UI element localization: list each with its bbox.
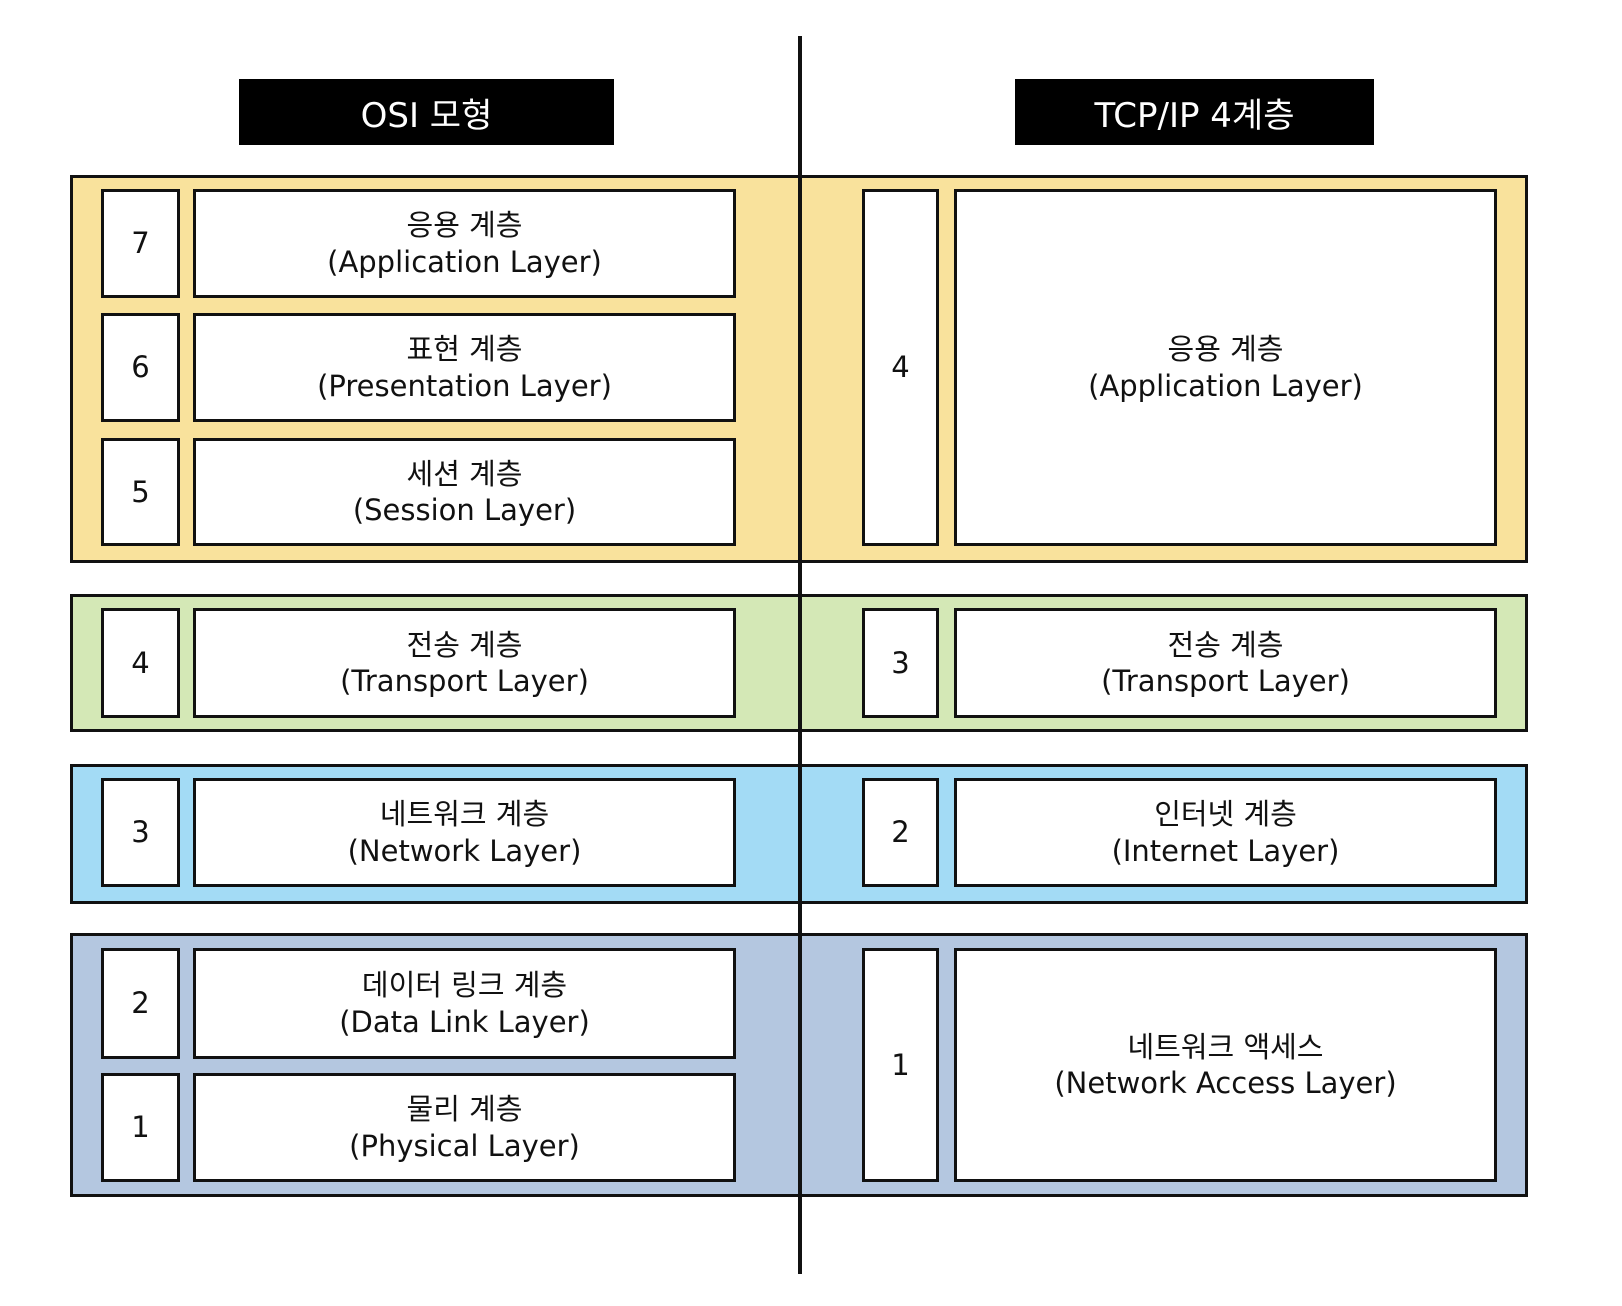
osi-layer-application: 응용 계층(Application Layer) xyxy=(193,189,736,298)
osi-layer-network: 네트워크 계층(Network Layer) xyxy=(193,778,736,887)
layer-en: (Session Layer) xyxy=(352,493,577,527)
layer-ko: 표현 계층 xyxy=(406,332,523,367)
layer-ko: 인터넷 계층 xyxy=(1154,797,1297,832)
osi-layer-transport: 전송 계층(Transport Layer) xyxy=(193,608,736,718)
osi-num-1: 1 xyxy=(101,1073,180,1182)
osi-num-4: 4 xyxy=(101,608,180,718)
tcpip-header: TCP/IP 4계층 xyxy=(1015,79,1374,145)
layer-en: (Data Link Layer) xyxy=(339,1004,590,1039)
layer-en: (Network Access Layer) xyxy=(1054,1066,1397,1100)
layer-ko: 세션 계층 xyxy=(406,456,523,491)
osi-header: OSI 모형 xyxy=(239,79,614,145)
osi-num-7: 7 xyxy=(101,189,180,298)
tcpip-layer-transport: 전송 계층(Transport Layer) xyxy=(954,608,1497,718)
layer-ko: 물리 계층 xyxy=(406,1092,523,1127)
layer-en: (Network Layer) xyxy=(347,833,582,868)
layer-en: (Application Layer) xyxy=(1088,368,1363,403)
osi-layer-presentation: 표현 계층(Presentation Layer) xyxy=(193,313,736,422)
tcpip-layer-application: 응용 계층(Application Layer) xyxy=(954,189,1497,546)
osi-num-5: 5 xyxy=(101,438,180,546)
tcpip-num-2: 2 xyxy=(862,778,939,887)
layer-en: (Presentation Layer) xyxy=(317,368,612,403)
osi-num-6: 6 xyxy=(101,313,180,422)
tcpip-num-4: 4 xyxy=(862,189,939,546)
layer-ko: 응용 계층 xyxy=(406,208,523,243)
layer-ko: 데이터 링크 계층 xyxy=(361,968,568,1003)
tcpip-num-3: 3 xyxy=(862,608,939,718)
layer-ko: 응용 계층 xyxy=(1167,332,1284,367)
layer-en: (Transport Layer) xyxy=(1101,664,1350,698)
osi-num-3: 3 xyxy=(101,778,180,887)
osi-num-2: 2 xyxy=(101,948,180,1059)
layer-en: (Transport Layer) xyxy=(340,664,589,698)
tcpip-layer-network-access: 네트워크 액세스(Network Access Layer) xyxy=(954,948,1497,1182)
layer-en: (Physical Layer) xyxy=(349,1128,580,1163)
osi-layer-physical: 물리 계층(Physical Layer) xyxy=(193,1073,736,1182)
layer-ko: 네트워크 계층 xyxy=(379,797,550,832)
layer-ko: 전송 계층 xyxy=(1167,627,1284,662)
tcpip-layer-internet: 인터넷 계층(Internet Layer) xyxy=(954,778,1497,887)
layer-ko: 네트워크 액세스 xyxy=(1127,1029,1324,1064)
layer-en: (Internet Layer) xyxy=(1111,833,1340,868)
osi-layer-data-link: 데이터 링크 계층(Data Link Layer) xyxy=(193,948,736,1059)
tcpip-num-1: 1 xyxy=(862,948,939,1182)
center-divider xyxy=(798,36,802,1274)
layer-en: (Application Layer) xyxy=(327,244,602,279)
osi-layer-session: 세션 계층(Session Layer) xyxy=(193,438,736,546)
layer-ko: 전송 계층 xyxy=(406,627,523,662)
